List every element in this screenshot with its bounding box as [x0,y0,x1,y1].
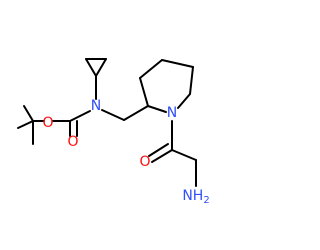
bond [147,105,167,113]
nh2-subscript: 2 [203,195,209,206]
bond [139,77,149,107]
nh2-label: NH2 [182,188,209,206]
bond [123,105,149,121]
bond [85,58,97,77]
bond [171,149,197,161]
n-ring-label: N [167,105,177,121]
bond [17,120,34,129]
bond [151,149,173,163]
pyrrolidine-ring [139,59,194,113]
o-carbonyl-bottom-label: O [139,154,150,170]
o-carbonyl-top-label: O [67,134,78,150]
o-ester-label: O [42,115,53,131]
bond [189,66,194,95]
chemical-structure: N O O N O NH2 [17,58,210,206]
bond [148,143,169,157]
bond [161,59,194,68]
tert-butyl-group [17,105,45,145]
n-carbamate-label: N [91,98,101,114]
bond [139,59,163,79]
bond [95,58,107,77]
bond [23,105,34,122]
bond [69,110,91,122]
nh2-main: NH [182,188,203,204]
bond [101,109,125,121]
cyclopropyl-ring [85,58,107,77]
bond [177,93,191,109]
